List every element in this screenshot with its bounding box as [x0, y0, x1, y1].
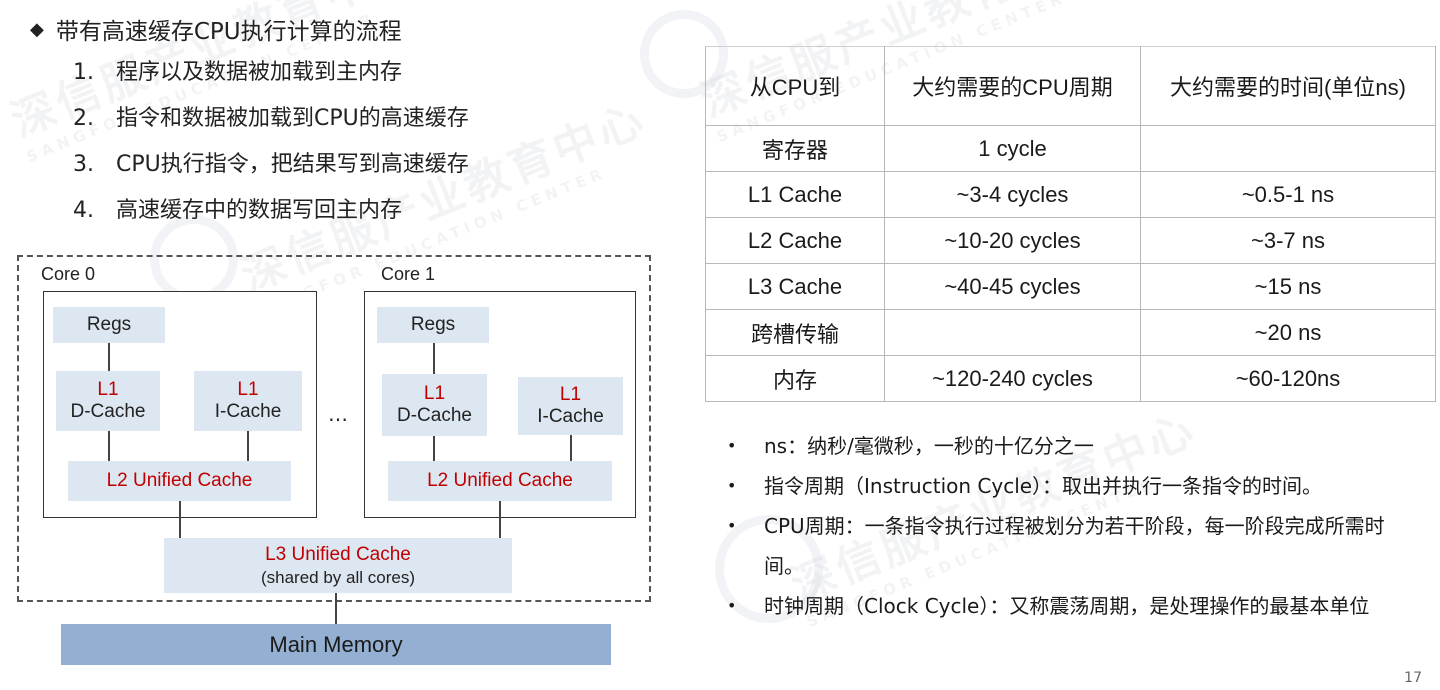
connector-line: [247, 431, 249, 461]
table-row: 寄存器 1 cycle: [705, 125, 1436, 172]
table-cell: ~120-240 cycles: [884, 355, 1141, 402]
table-header-row: 从CPU到 大约需要的CPU周期 大约需要的时间(单位ns): [705, 46, 1436, 126]
processor-package-boundary: [17, 255, 651, 602]
steps-list: 1.程序以及数据被加载到主内存 2.指令和数据被加载到CPU的高速缓存 3.CP…: [73, 56, 469, 240]
table-cell: ~3-4 cycles: [884, 171, 1141, 218]
main-memory: Main Memory: [61, 624, 611, 665]
core1-l2-cache: L2 Unified Cache: [388, 461, 612, 501]
table-cell: [884, 309, 1141, 356]
core1-label: Core 1: [381, 264, 436, 284]
table-cell: ~3-7 ns: [1140, 217, 1436, 264]
more-cores-ellipsis: …: [328, 402, 349, 426]
table-cell: ~15 ns: [1140, 263, 1436, 310]
connector-line: [433, 436, 435, 461]
connector-line: [108, 431, 110, 461]
table-cell: 1 cycle: [884, 125, 1141, 172]
table-row: L3 Cache ~40-45 cycles ~15 ns: [705, 263, 1436, 310]
table-cell: ~60-120ns: [1140, 355, 1436, 402]
table-row: 内存 ~120-240 cycles ~60-120ns: [705, 355, 1436, 402]
table-cell: ~20 ns: [1140, 309, 1436, 356]
list-item: ns：纳秒/毫微秒，一秒的十亿分之一: [727, 426, 1424, 466]
table-cell: L3 Cache: [705, 263, 885, 310]
table-cell: ~10-20 cycles: [884, 217, 1141, 264]
heading-text: 带有高速缓存CPU执行计算的流程: [55, 19, 402, 45]
table-cell: 寄存器: [705, 125, 885, 172]
connector-line: [108, 343, 110, 371]
connector-line: [499, 501, 501, 538]
table-row: L2 Cache ~10-20 cycles ~3-7 ns: [705, 217, 1436, 264]
list-item: 2.指令和数据被加载到CPU的高速缓存: [73, 106, 469, 131]
list-item: 4.高速缓存中的数据写回主内存: [73, 198, 403, 223]
table-header: 大约需要的CPU周期: [884, 46, 1141, 126]
table-cell: ~40-45 cycles: [884, 263, 1141, 310]
connector-line: [179, 501, 181, 538]
l3-shared-cache: L3 Unified Cache (shared by all cores): [164, 538, 512, 593]
table-cell: 内存: [705, 355, 885, 402]
table-cell: ~0.5-1 ns: [1140, 171, 1436, 218]
section-heading: ◆ 带有高速缓存CPU执行计算的流程: [30, 12, 402, 46]
core0-l2-cache: L2 Unified Cache: [68, 461, 291, 501]
list-item: CPU周期：一条指令执行过程被划分为若干阶段，每一阶段完成所需时间。: [727, 506, 1414, 586]
table-header: 从CPU到: [705, 46, 885, 126]
list-item: 时钟周期（Clock Cycle）：又称震荡周期，是处理操作的最基本单位: [727, 586, 1429, 626]
core0-regs: Regs: [53, 307, 165, 343]
table-cell: L1 Cache: [705, 171, 885, 218]
table-cell: 跨槽传输: [705, 309, 885, 356]
list-item: 3.CPU执行指令，把结果写到高速缓存: [73, 152, 469, 177]
table-row: L1 Cache ~3-4 cycles ~0.5-1 ns: [705, 171, 1436, 218]
notes-list: ns：纳秒/毫微秒，一秒的十亿分之一 指令周期（Instruction Cycl…: [727, 426, 1429, 626]
connector-line: [335, 593, 337, 624]
core0-label: Core 0: [41, 264, 96, 284]
list-item: 指令周期（Instruction Cycle）：取出并执行一条指令的时间。: [727, 466, 1424, 506]
connector-line: [570, 435, 572, 461]
list-item: 1.程序以及数据被加载到主内存: [73, 60, 403, 85]
table-cell: [1140, 125, 1436, 172]
core1-regs: Regs: [377, 307, 489, 343]
diamond-bullet-icon: ◆: [30, 18, 44, 40]
latency-table: 从CPU到 大约需要的CPU周期 大约需要的时间(单位ns) 寄存器 1 cyc…: [705, 46, 1436, 402]
table-header: 大约需要的时间(单位ns): [1140, 46, 1436, 126]
connector-line: [433, 343, 435, 374]
table-row: 跨槽传输 ~20 ns: [705, 309, 1436, 356]
table-cell: L2 Cache: [705, 217, 885, 264]
page-number: 17: [1404, 670, 1422, 686]
